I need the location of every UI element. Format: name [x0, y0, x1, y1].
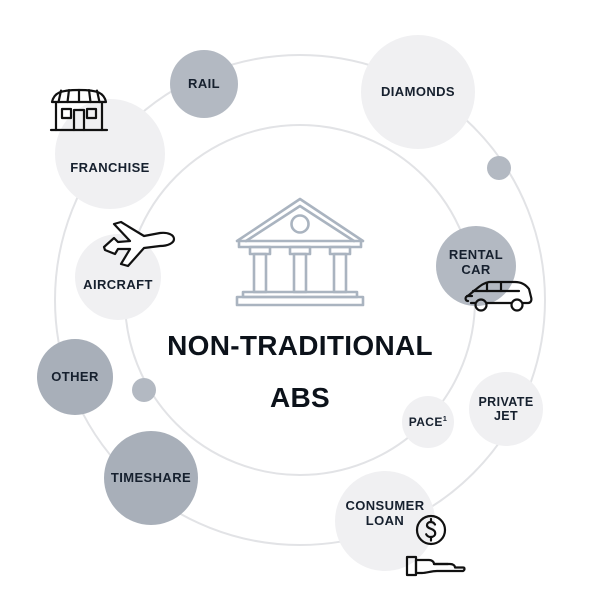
bank-classical-building-icon: [235, 197, 365, 307]
bubble-label-pace-text: PACE: [408, 414, 443, 429]
bubble-label-franchise: FRANCHISE: [70, 159, 150, 175]
bubble-label-timeshare: TIMESHARE: [110, 469, 192, 485]
accent-dot-left: [132, 378, 156, 402]
outer-ring: [54, 54, 546, 546]
bubble-label-consumer-loan: CONSUMER LOAN: [345, 498, 425, 528]
bubble-label-diamonds: DIAMONDS: [381, 83, 455, 99]
bubble-diamonds[interactable]: DIAMONDS: [361, 35, 475, 149]
bubble-label-private-jet: PRIVATE JET: [478, 394, 534, 423]
bubble-consumer-loan[interactable]: CONSUMER LOAN: [335, 471, 435, 571]
airplane-icon: [102, 220, 176, 268]
page-title-line2: ABS: [269, 382, 331, 413]
bubble-label-rail: RAIL: [188, 75, 220, 91]
storefront-icon: [49, 88, 109, 132]
page-title-line1: NON-TRADITIONAL: [167, 330, 433, 361]
bubble-other[interactable]: OTHER: [37, 339, 113, 415]
hand-with-dollar-coin-icon: [405, 514, 466, 577]
bubble-pace[interactable]: PACE1: [402, 396, 454, 448]
bubble-label-rental-car: RENTAL CAR: [448, 247, 504, 277]
bubble-rail[interactable]: RAIL: [170, 50, 238, 118]
bubble-label-aircraft: AIRCRAFT: [83, 276, 153, 292]
bubble-label-pace-footnote: 1: [442, 413, 448, 423]
suv-car-icon: [464, 280, 533, 312]
bubble-private-jet[interactable]: PRIVATE JET: [469, 372, 543, 446]
bubble-label-other: OTHER: [51, 368, 99, 384]
bubble-timeshare[interactable]: TIMESHARE: [104, 431, 198, 525]
accent-dot-upper-right: [487, 156, 511, 180]
bubble-label-pace: PACE1: [408, 413, 448, 430]
bubble-rental-car[interactable]: RENTAL CAR: [436, 226, 516, 306]
